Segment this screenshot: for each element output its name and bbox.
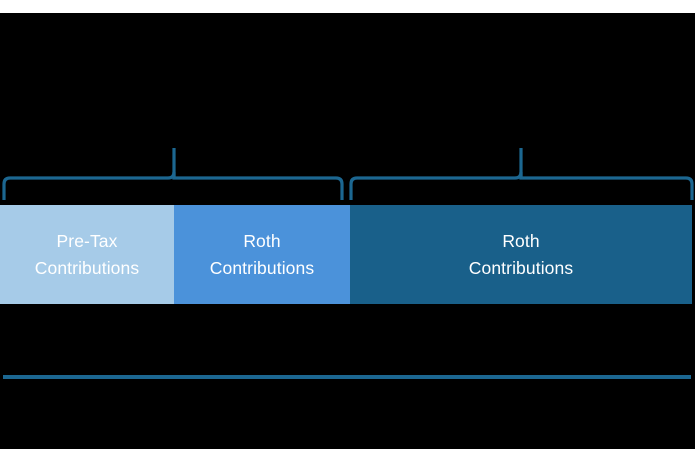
bar-label-line1: Roth [502, 230, 540, 251]
bar-label-line2: Contributions [34, 257, 140, 278]
stacked-bar: Pre-Tax Contributions Roth Contributions… [0, 205, 695, 304]
bar-segment-roth-contributions-mid[interactable]: Roth Contributions [174, 205, 350, 304]
bar-label-line2: Contributions [468, 257, 574, 278]
bar-label-line1: Pre-Tax [56, 230, 118, 251]
bar-label-line1: Roth [243, 230, 281, 251]
bar-segment-pre-tax-contributions[interactable]: Pre-Tax Contributions [0, 205, 174, 304]
bar-segment-roth-contributions-large[interactable]: Roth Contributions [350, 205, 692, 304]
bar-label-line2: Contributions [209, 257, 315, 278]
divider-rule [3, 375, 691, 379]
